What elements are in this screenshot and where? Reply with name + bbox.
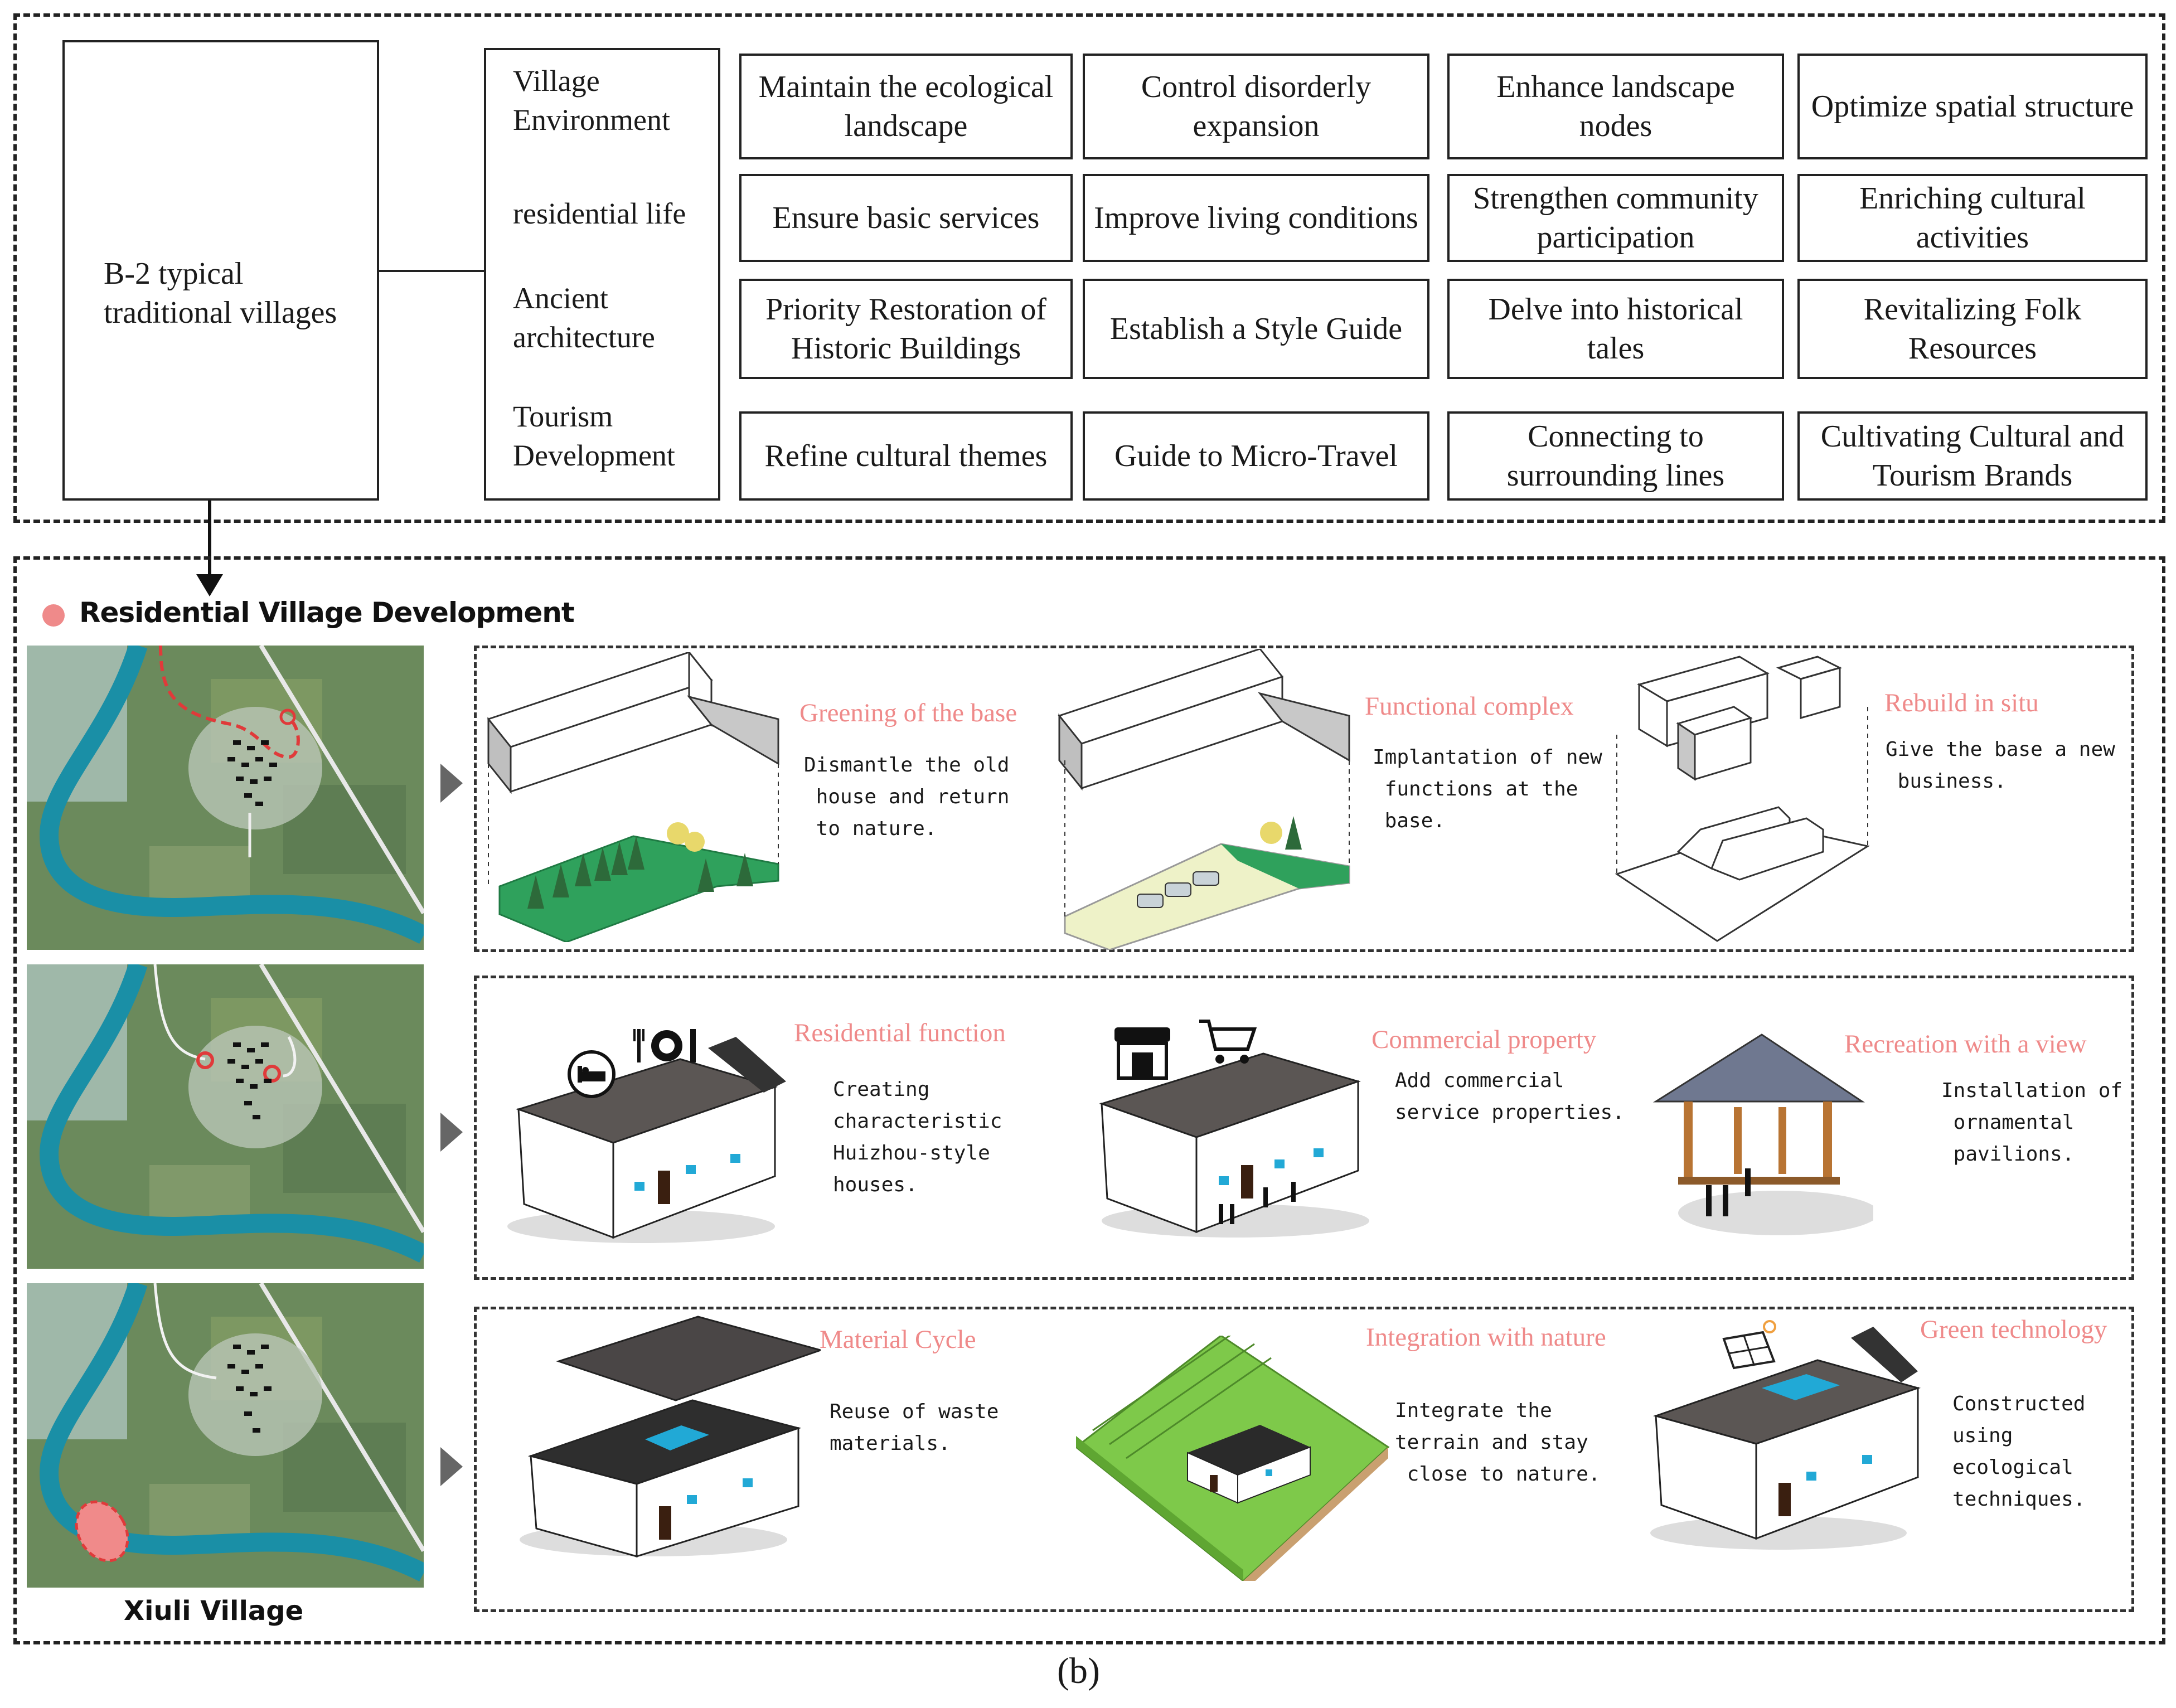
section-title: Residential Village Development xyxy=(79,596,575,629)
title-recreation-with-a-view: Recreation with a view xyxy=(1844,1030,2087,1059)
row-2-box xyxy=(474,976,2134,1280)
strategy-label: Cultivating Cultural and Tourism Brands xyxy=(1820,419,2125,493)
strategy-establish-style-guide: Establish a Style Guide xyxy=(1083,279,1429,379)
strategy-control-disorderly-expansion: Control disorderly expansion xyxy=(1083,54,1429,159)
pointer-arrow-row-1 xyxy=(440,764,463,803)
strategy-enhance-landscape-nodes: Enhance landscape nodes xyxy=(1447,54,1784,159)
title-rebuild-in-situ: Rebuild in situ xyxy=(1884,688,2039,717)
strategy-improve-living-conditions: Improve living conditions xyxy=(1083,174,1429,262)
desc-rebuild-in-situ: Give the base a new business. xyxy=(1886,738,2115,793)
strategy-priority-restoration: Priority Restoration of Historic Buildin… xyxy=(739,279,1073,379)
strategy-maintain-ecological-landscape: Maintain the ecological landscape xyxy=(739,54,1073,159)
strategy-guide-micro-travel: Guide to Micro-Travel xyxy=(1083,411,1429,501)
bottom-panel xyxy=(13,556,2165,1644)
title-functional-complex: Functional complex xyxy=(1365,692,1574,721)
village-type-label: B-2 typical traditional villages xyxy=(104,256,337,330)
pavilion-illustration xyxy=(1652,1033,1873,1235)
strategy-label: Enriching cultural activities xyxy=(1859,181,2086,255)
row-1-box xyxy=(474,646,2134,952)
title-residential-function: Residential function xyxy=(794,1018,1006,1047)
category-village-environment: Village Environment xyxy=(513,64,670,137)
desc-recreation-with-a-view: Installation of ornamental pavilions. xyxy=(1941,1079,2123,1166)
material-cycle-illustration xyxy=(520,1316,821,1558)
strategy-label: Refine cultural themes xyxy=(764,439,1048,473)
strategy-label: Strengthen community participation xyxy=(1473,181,1758,255)
title-integration-with-nature: Integration with nature xyxy=(1366,1323,1606,1352)
category-residential-life: residential life xyxy=(513,197,686,230)
strategy-ensure-basic-services: Ensure basic services xyxy=(739,174,1073,262)
strategy-label: Maintain the ecological landscape xyxy=(758,70,1054,143)
strategy-label: Priority Restoration of Historic Buildin… xyxy=(765,292,1046,366)
strategy-label: Revitalizing Folk Resources xyxy=(1863,292,2082,366)
strategy-label: Ensure basic services xyxy=(772,201,1040,235)
category-ancient-architecture: Ancient architecture xyxy=(513,282,655,354)
pointer-arrow-row-2 xyxy=(440,1113,463,1152)
green-technology-illustration xyxy=(1650,1327,1921,1550)
figure-caption: (b) xyxy=(1057,1651,1100,1691)
desc-material-cycle: Reuse of waste materials. xyxy=(830,1400,999,1455)
satellite-map-3 xyxy=(27,1283,424,1588)
strategy-delve-historical-tales: Delve into historical tales xyxy=(1447,279,1784,379)
desc-commercial-property: Add commercial service properties. xyxy=(1395,1069,1625,1124)
strategy-label: Delve into historical tales xyxy=(1488,292,1743,366)
strategy-label: Optimize spatial structure xyxy=(1811,89,2134,124)
desc-functional-complex: Implantation of new functions at the bas… xyxy=(1373,746,1602,832)
shop-icon xyxy=(1114,1027,1170,1080)
strategy-label: Guide to Micro-Travel xyxy=(1114,439,1398,473)
strategy-label: Improve living conditions xyxy=(1094,201,1418,235)
village-type-box: B-2 typical traditional villages xyxy=(62,40,379,501)
title-greening-of-the-base: Greening of the base xyxy=(799,698,1017,727)
section-bullet xyxy=(42,604,65,627)
satellite-map-1 xyxy=(27,646,424,950)
strategy-label: Connecting to surrounding lines xyxy=(1506,419,1725,493)
desc-green-technology: Constructed using ecological techniques. xyxy=(1952,1392,2086,1511)
category-tourism-development: Tourism Development xyxy=(513,400,675,472)
flow-arrow-shaft xyxy=(208,501,211,579)
strategy-strengthen-community-participation: Strengthen community participation xyxy=(1447,174,1784,262)
functional-complex-illustration xyxy=(1058,649,1350,950)
strategy-refine-cultural-themes: Refine cultural themes xyxy=(739,411,1073,501)
desc-integration-with-nature: Integrate the terrain and stay close to … xyxy=(1395,1399,1601,1486)
rebuild-illustration xyxy=(1615,656,1870,942)
strategy-connecting-surrounding-lines: Connecting to surrounding lines xyxy=(1447,411,1784,501)
greening-illustration xyxy=(487,652,779,942)
row-3-box xyxy=(474,1307,2134,1612)
desc-residential-function: Creating characteristic Huizhou-style ho… xyxy=(833,1078,1002,1196)
title-green-technology: Green technology xyxy=(1920,1315,2107,1344)
satellite-map-2 xyxy=(27,964,424,1269)
strategy-optimize-spatial-structure: Optimize spatial structure xyxy=(1797,54,2148,159)
pointer-arrow-row-3 xyxy=(440,1447,463,1486)
connector-line xyxy=(379,270,486,272)
title-commercial-property: Commercial property xyxy=(1371,1025,1597,1054)
desc-greening-of-the-base: Dismantle the old house and return to na… xyxy=(804,754,1010,840)
residential-house-illustration xyxy=(507,1037,786,1243)
nature-integration-illustration xyxy=(1076,1336,1390,1581)
bed-icon xyxy=(568,1050,616,1098)
strategy-revitalizing-folk-resources: Revitalizing Folk Resources xyxy=(1797,279,2148,379)
strategy-label: Control disorderly expansion xyxy=(1141,70,1371,143)
commercial-house-illustration xyxy=(1099,1052,1369,1238)
flow-arrow-head xyxy=(196,574,223,596)
strategy-cultivating-tourism-brands: Cultivating Cultural and Tourism Brands xyxy=(1797,411,2148,501)
strategy-label: Establish a Style Guide xyxy=(1109,312,1403,346)
title-material-cycle: Material Cycle xyxy=(820,1325,976,1354)
cart-icon xyxy=(1199,1020,1257,1064)
solar-panel-icon xyxy=(1722,1320,1776,1370)
strategy-label: Enhance landscape nodes xyxy=(1496,70,1735,143)
village-label: Xiuli Village xyxy=(124,1595,304,1627)
top-panel xyxy=(13,13,2165,523)
dining-icon xyxy=(633,1029,696,1062)
category-box: Village Environment residential life Anc… xyxy=(484,48,720,501)
strategy-enriching-cultural-activities: Enriching cultural activities xyxy=(1797,174,2148,262)
